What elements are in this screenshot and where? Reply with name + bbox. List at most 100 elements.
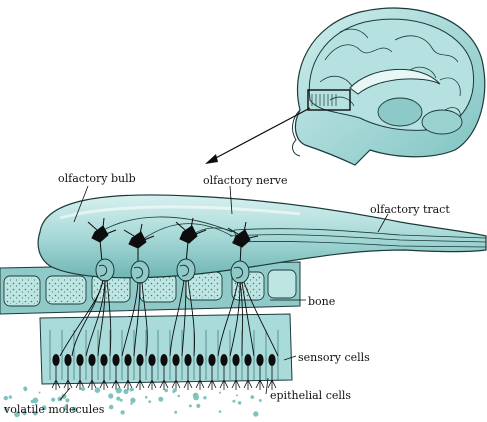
volatile-molecule [38, 391, 41, 394]
sensory-cell [268, 354, 276, 366]
pointer-arrow [205, 107, 311, 164]
cilium [171, 366, 181, 390]
volatile-molecule [144, 396, 148, 399]
volatile-molecule [63, 405, 67, 409]
epithelium-layer [39, 313, 293, 385]
volatile-molecule [80, 386, 86, 391]
volatile-molecule [158, 396, 164, 402]
volatile-molecule [57, 396, 63, 402]
volatile-molecule [120, 410, 125, 415]
highlight-box [307, 89, 351, 111]
label-olfactory-nerve: olfactory nerve [203, 174, 288, 187]
cilia-row [51, 366, 277, 390]
head-brain-inset [292, 7, 486, 166]
mitral-cell-1 [87, 217, 117, 263]
volatile-molecule [23, 412, 27, 416]
cilium [255, 366, 265, 390]
volatile-molecule [65, 398, 70, 403]
sensory-cell [64, 354, 72, 366]
glomeruli [95, 258, 250, 284]
sensory-cell [124, 354, 132, 366]
sensory-cell [148, 354, 156, 366]
cilium [123, 366, 133, 390]
face-profile [292, 109, 301, 157]
mitral-cell-3 [175, 217, 207, 265]
cilium [267, 366, 277, 390]
label-olfactory-tract: olfactory tract [370, 203, 450, 216]
volatile-molecule [196, 403, 201, 408]
volatile-molecule [174, 410, 178, 414]
volatile-molecule [8, 395, 12, 399]
sensory-cell [88, 354, 96, 366]
cilium [159, 366, 169, 390]
cilium [63, 366, 73, 390]
sensory-cell [136, 354, 144, 366]
volatile-molecule [123, 388, 129, 395]
olfactory-bulb-tract [37, 194, 487, 279]
volatile-molecule [108, 404, 114, 410]
mitral-cell-2 [123, 223, 155, 266]
volatile-molecule [116, 396, 121, 401]
sensory-cell [220, 354, 228, 366]
bulb-hatching [311, 94, 337, 106]
sensory-cell [256, 354, 264, 366]
volatile-molecule [14, 411, 20, 418]
volatile-molecule [188, 404, 192, 408]
volatile-molecule-dots [3, 386, 262, 418]
volatile-molecule [250, 395, 255, 399]
cilium [243, 366, 253, 390]
sensory-axons [59, 279, 279, 357]
volatile-molecule [177, 394, 180, 398]
cilium [219, 366, 229, 390]
sensory-cell [208, 354, 216, 366]
label-bone: bone [308, 295, 336, 308]
sensory-cell [160, 354, 168, 366]
volatile-molecule [258, 399, 262, 402]
volatile-molecule [115, 387, 122, 394]
volatile-molecule [203, 396, 207, 400]
volatile-molecule [172, 390, 176, 394]
cerebellum [421, 109, 463, 135]
volatile-molecule [94, 387, 101, 394]
volatile-molecule [108, 393, 114, 399]
volatile-molecule [236, 394, 238, 397]
volatile-molecule [24, 388, 27, 392]
volatile-molecule [237, 401, 242, 405]
volatile-molecule [64, 407, 67, 411]
mitral-cells [87, 217, 259, 267]
cilium [135, 366, 145, 390]
sensory-cell [244, 354, 252, 366]
brain-folds [319, 28, 461, 119]
sensory-cell [196, 354, 204, 366]
cilium [111, 366, 121, 390]
volatile-molecule [232, 399, 236, 403]
cilium [231, 366, 241, 390]
volatile-molecule [51, 397, 56, 402]
corpus-callosum [349, 68, 441, 95]
sensory-cell-row [52, 354, 276, 366]
sensory-cell [184, 354, 192, 366]
volatile-molecule [119, 398, 123, 402]
cilium [51, 366, 61, 390]
cilium [183, 366, 193, 390]
cilium [87, 366, 97, 390]
cilium [207, 366, 217, 390]
label-sensory-cells: sensory cells [298, 351, 370, 364]
leader-lines [59, 185, 389, 401]
sensory-cell [172, 354, 180, 366]
sensory-cell [76, 354, 84, 366]
volatile-molecule [129, 388, 133, 392]
mitral-cell-4 [227, 221, 259, 267]
volatile-molecule [4, 407, 9, 412]
cilium [147, 366, 157, 390]
volatile-molecule [130, 402, 133, 405]
volatile-molecule [148, 400, 152, 403]
label-olfactory-bulb: olfactory bulb [58, 172, 136, 185]
brainstem [377, 97, 423, 127]
volatile-molecule [61, 393, 67, 399]
volatile-molecule [164, 388, 168, 393]
volatile-molecule [218, 410, 222, 413]
label-epithelial-cells: epithelial cells [270, 389, 352, 402]
